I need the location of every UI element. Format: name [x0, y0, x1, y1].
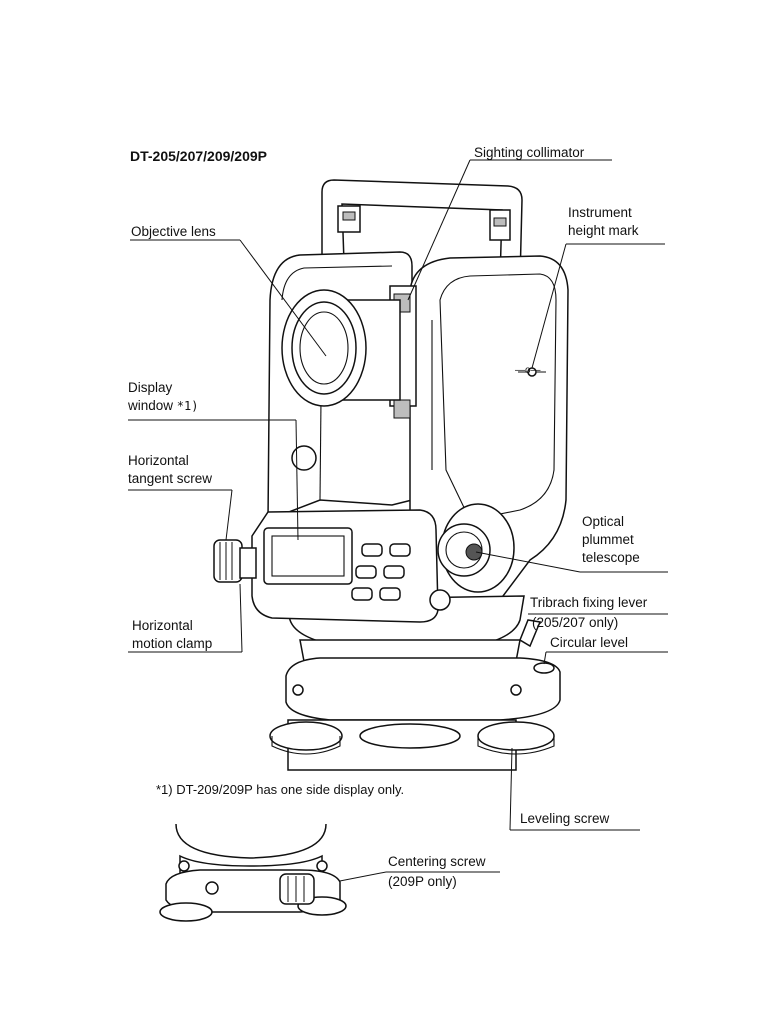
- label-optical-plummet-line2: plummet: [582, 532, 634, 547]
- label-display-window-line2: window *1): [128, 397, 198, 415]
- leveling-screw-left: [269, 721, 343, 755]
- horizontal-tangent-screw: [213, 539, 257, 583]
- label-horizontal-tangent-screw-line2: tangent screw: [128, 471, 213, 486]
- carrying-handle: [321, 179, 523, 281]
- label-display-window-text: window: [128, 398, 174, 413]
- side-knob: [291, 445, 317, 471]
- label-horizontal-tangent-screw-line1: Horizontal: [128, 453, 189, 468]
- label-sighting-collimator: Sighting collimator: [474, 145, 585, 160]
- objective-lens: [291, 301, 357, 395]
- leader-lines: [128, 159, 668, 889]
- centering-screw: [279, 873, 315, 905]
- height-mark-symbol: —o—: [515, 365, 541, 376]
- label-horizontal-motion-clamp-line2: motion clamp: [132, 636, 213, 651]
- label-instrument-height-mark-line2: height mark: [568, 223, 639, 238]
- diagram-title: DT-205/207/209/209P: [130, 148, 267, 164]
- display-window: [263, 527, 353, 585]
- label-optical-plummet-line1: Optical: [582, 514, 625, 529]
- display-keys: [351, 543, 411, 601]
- leveling-screw-right: [477, 721, 555, 755]
- label-objective-lens: Objective lens: [131, 224, 216, 239]
- label-leveling-screw: Leveling screw: [520, 811, 610, 826]
- optical-plummet-telescope: [437, 503, 515, 593]
- label-tribrach-fixing-lever-line2: (205/207 only): [532, 615, 619, 630]
- label-circular-level: Circular level: [550, 635, 629, 650]
- label-horizontal-motion-clamp-line1: Horizontal: [132, 618, 193, 633]
- label-display-window-line1: Display: [128, 380, 173, 395]
- tribrach-fixing-lever: [519, 619, 542, 648]
- inset-tribrach-209p: [159, 823, 347, 922]
- label-optical-plummet-line3: telescope: [582, 550, 640, 565]
- circular-level-bubble: [533, 662, 555, 674]
- label-display-window-footnote-ref: *1): [176, 399, 199, 413]
- label-instrument-height-mark-line1: Instrument: [568, 205, 632, 220]
- footnote: *1) DT-209/209P has one side display onl…: [156, 782, 405, 797]
- tribrach: [285, 657, 561, 721]
- label-tribrach-fixing-lever-line1: Tribrach fixing lever: [530, 595, 648, 610]
- label-centering-screw-line1: Centering screw: [388, 854, 486, 869]
- label-centering-screw-line2: (209P only): [388, 874, 457, 889]
